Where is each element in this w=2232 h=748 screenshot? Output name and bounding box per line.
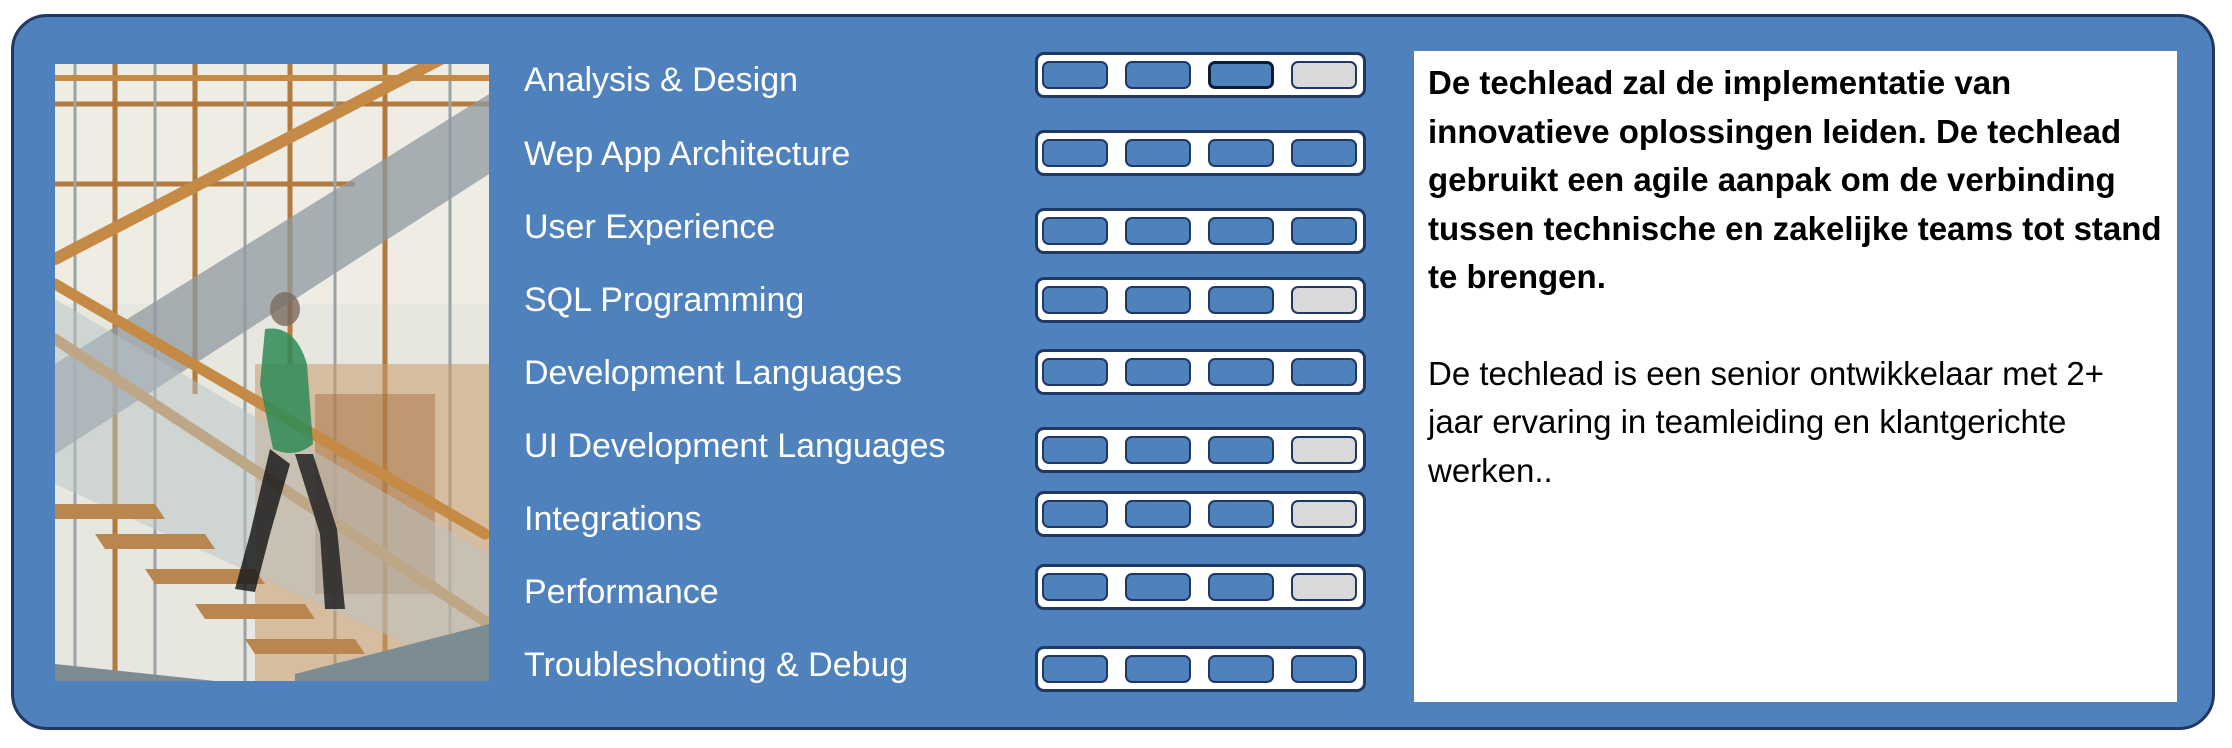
skill-rating-meter [1035, 52, 1366, 98]
stairwell-photo-illustration [55, 64, 489, 681]
rating-segment-filled [1125, 217, 1191, 245]
rating-segment-filled [1208, 500, 1274, 528]
skill-label: SQL Programming [524, 281, 805, 319]
rating-segment-filled [1125, 358, 1191, 386]
skill-label: Performance [524, 573, 719, 611]
rating-segment-filled [1042, 217, 1108, 245]
rating-segment-filled [1208, 358, 1274, 386]
rating-segment-filled [1291, 358, 1357, 386]
rating-segment-filled [1125, 139, 1191, 167]
skill-label: Integrations [524, 500, 702, 538]
skill-row: UI Development Languages [524, 416, 1384, 476]
skill-rating-meter [1035, 277, 1366, 323]
rating-segment-filled [1208, 217, 1274, 245]
skill-row: Performance [524, 562, 1384, 622]
skill-rating-meter [1035, 208, 1366, 254]
rating-segment-filled [1208, 436, 1274, 464]
skill-row: Analysis & Design [524, 50, 1384, 110]
skill-label: Analysis & Design [524, 61, 799, 99]
rating-segment-filled [1291, 655, 1357, 683]
skill-rating-meter [1035, 564, 1366, 610]
rating-segment-empty [1291, 61, 1357, 89]
skill-row: Wep App Architecture [524, 124, 1384, 184]
rating-segment-filled [1042, 61, 1108, 89]
rating-segment-empty [1291, 500, 1357, 528]
rating-segment-filled [1125, 61, 1191, 89]
skill-label: Troubleshooting & Debug [524, 646, 909, 684]
rating-segment-filled [1125, 655, 1191, 683]
rating-segment-filled [1208, 655, 1274, 683]
stairwell-photo [55, 64, 489, 681]
rating-segment-filled [1042, 358, 1108, 386]
rating-segment-filled [1042, 500, 1108, 528]
skill-row: Integrations [524, 489, 1384, 549]
rating-segment-filled [1208, 286, 1274, 314]
skill-row: Development Languages [524, 343, 1384, 403]
skill-label: User Experience [524, 208, 776, 246]
rating-segment-filled [1042, 286, 1108, 314]
description-detail: De techlead is een senior ontwikkelaar m… [1428, 354, 2104, 489]
skill-label: Wep App Architecture [524, 135, 851, 173]
rating-segment-empty [1291, 286, 1357, 314]
rating-segment-filled [1125, 573, 1191, 601]
skill-label: UI Development Languages [524, 427, 946, 465]
rating-segment-filled [1208, 139, 1274, 167]
rating-segment-empty [1291, 436, 1357, 464]
skill-rating-meter [1035, 427, 1366, 473]
skill-rating-meter [1035, 491, 1366, 537]
rating-segment-filled [1291, 139, 1357, 167]
rating-segment-filled [1125, 500, 1191, 528]
rating-segment-filled [1125, 286, 1191, 314]
rating-segment-filled [1125, 436, 1191, 464]
rating-segment-filled [1291, 217, 1357, 245]
description-intro: De techlead zal de implementatie van inn… [1428, 64, 2162, 295]
rating-segment-filled [1208, 61, 1274, 89]
skill-row: SQL Programming [524, 270, 1384, 330]
rating-segment-filled [1042, 573, 1108, 601]
skill-rating-meter [1035, 130, 1366, 176]
skill-label: Development Languages [524, 354, 903, 392]
skill-row: User Experience [524, 197, 1384, 257]
skill-row: Troubleshooting & Debug [524, 635, 1384, 695]
rating-segment-filled [1042, 436, 1108, 464]
rating-segment-filled [1042, 655, 1108, 683]
rating-segment-filled [1042, 139, 1108, 167]
rating-segment-filled [1208, 573, 1274, 601]
skill-rating-meter [1035, 349, 1366, 395]
skill-rating-meter [1035, 646, 1366, 692]
description-panel: De techlead zal de implementatie van inn… [1414, 51, 2177, 702]
rating-segment-empty [1291, 573, 1357, 601]
